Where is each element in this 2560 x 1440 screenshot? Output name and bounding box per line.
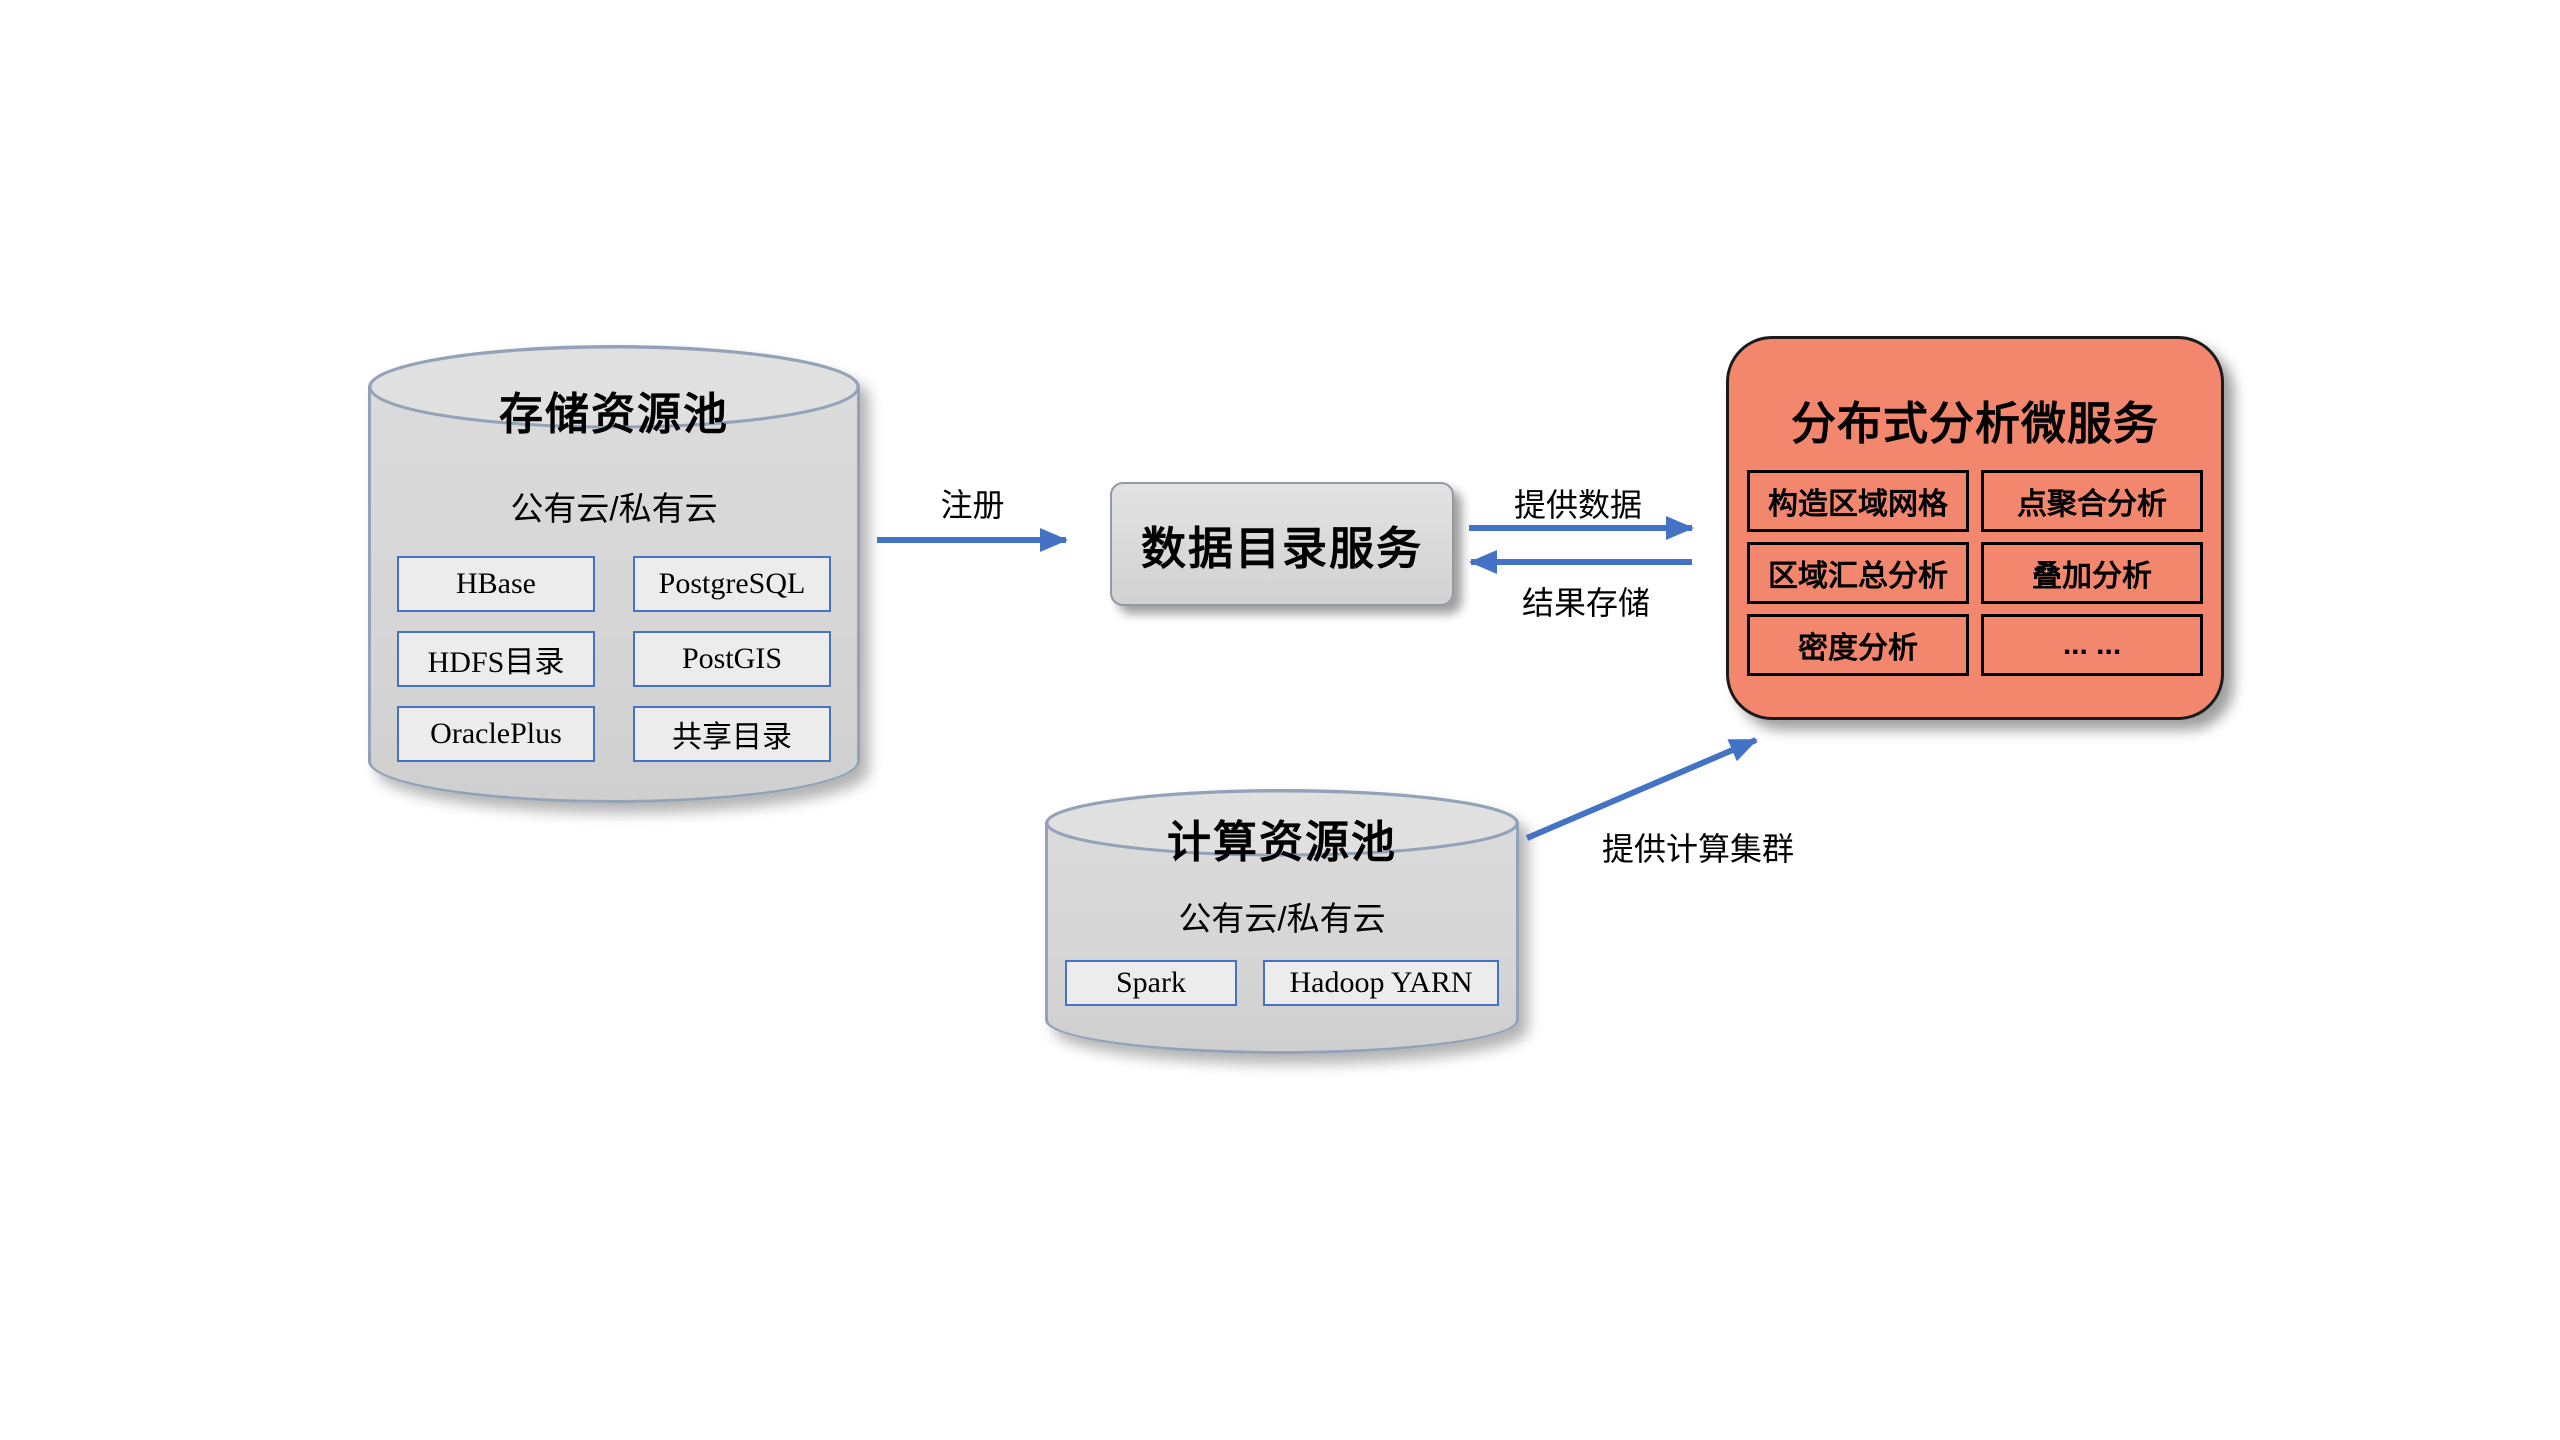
storage-pool-subtitle: 公有云/私有云 [510, 490, 718, 527]
analysis-item-region-sum: 区域汇总分析 [1747, 542, 1969, 604]
cylinder-rim-icon [368, 345, 860, 429]
compute-pool-subtitle: 公有云/私有云 [1178, 900, 1386, 937]
arrow-label-provide-cluster: 提供计算集群 [1601, 831, 1794, 867]
data-catalog-service-node: 数据目录服务 [1110, 482, 1454, 606]
analysis-item-density: 密度分析 [1747, 614, 1969, 676]
storage-pool-cylinder: 存储资源池 公有云/私有云 HBase PostgreSQL HDFS目录 Po… [368, 345, 860, 803]
compute-item-spark: Spark [1065, 960, 1237, 1006]
storage-item-oracleplus: OraclePlus [397, 706, 595, 762]
analysis-microservices-title: 分布式分析微服务 [1790, 398, 2159, 449]
storage-item-hdfs: HDFS目录 [397, 631, 595, 687]
arrow-label-provide-data: 提供数据 [1513, 487, 1642, 523]
compute-pool-title: 计算资源池 [1167, 818, 1397, 867]
compute-item-hadoop-yarn: Hadoop YARN [1263, 960, 1499, 1006]
storage-pool-title: 存储资源池 [499, 390, 729, 439]
arrow-label-store-result: 结果存储 [1521, 585, 1650, 621]
cylinder-rim-icon [1045, 789, 1519, 857]
arrow-label-register: 注册 [940, 487, 1005, 523]
analysis-item-point-aggr: 点聚合分析 [1981, 470, 2203, 532]
storage-items-grid: HBase PostgreSQL HDFS目录 PostGIS OraclePl… [371, 556, 857, 762]
compute-pool-cylinder: 计算资源池 公有云/私有云 Spark Hadoop YARN [1045, 789, 1519, 1054]
storage-item-hbase: HBase [397, 556, 595, 612]
storage-item-postgis: PostGIS [633, 631, 831, 687]
analysis-item-grid-build: 构造区域网格 [1747, 470, 1969, 532]
data-catalog-service-title: 数据目录服务 [1140, 522, 1423, 574]
compute-items-row: Spark Hadoop YARN [1048, 960, 1516, 1006]
storage-item-shared-dir: 共享目录 [633, 706, 831, 762]
analysis-items-grid: 构造区域网格 点聚合分析 区域汇总分析 叠加分析 密度分析 ... ... [1729, 470, 2221, 676]
analysis-item-overlay: 叠加分析 [1981, 542, 2203, 604]
storage-item-postgresql: PostgreSQL [633, 556, 831, 612]
analysis-item-more: ... ... [1981, 614, 2203, 676]
analysis-microservices-node: 分布式分析微服务 构造区域网格 点聚合分析 区域汇总分析 叠加分析 密度分析 .… [1726, 336, 2224, 720]
